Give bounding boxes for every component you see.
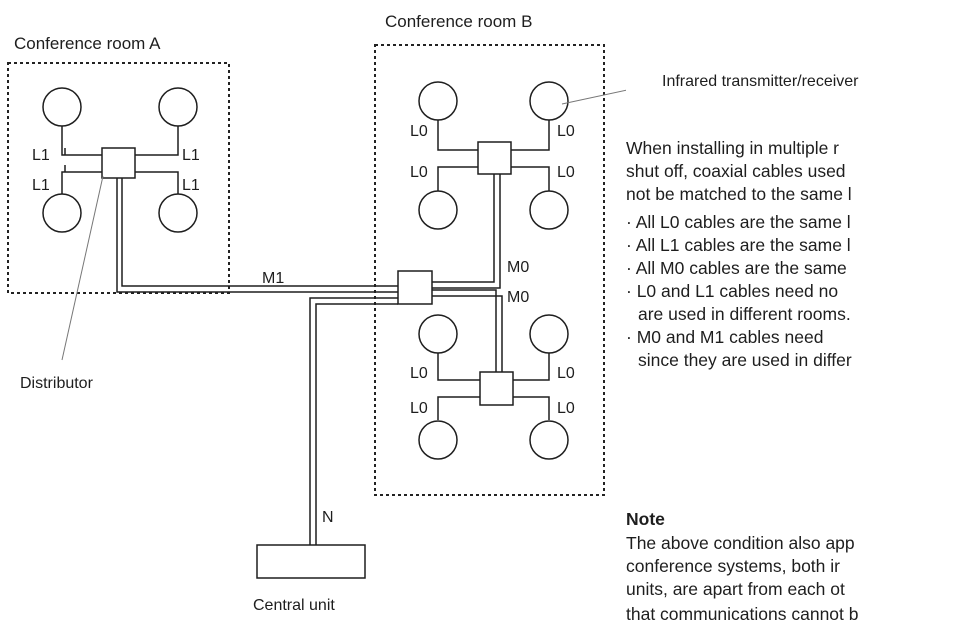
cable-label-m1: M1 xyxy=(262,270,284,287)
room-a-title: Conference room A xyxy=(14,34,161,53)
transceiver-room-b-upper-top-right xyxy=(529,81,569,121)
central-unit-label: Central unit xyxy=(253,597,335,614)
cable-label-m0: M0 xyxy=(507,289,529,306)
cable-m0-line-lower xyxy=(432,289,497,372)
central-unit-box xyxy=(256,544,366,579)
transceiver-room-a-bottom-right xyxy=(158,193,198,233)
intro-line: shut off, coaxial cables used xyxy=(626,161,846,181)
transceiver-room-b-upper-bottom-left xyxy=(418,190,458,230)
cable-label-l1: L1 xyxy=(182,147,200,164)
transceiver-room-b-upper-bottom-right xyxy=(529,190,569,230)
distributor-callout-line xyxy=(61,175,104,361)
bullet-item: · All M0 cables are the same xyxy=(626,258,847,278)
cable-label-l1: L1 xyxy=(182,177,200,194)
cable-m1-line xyxy=(116,178,398,293)
note-line: that communications cannot b xyxy=(626,604,859,620)
cable-label-l0: L0 xyxy=(410,164,428,181)
cable-label-l0: L0 xyxy=(557,123,575,140)
note-line: The above condition also app xyxy=(626,533,855,553)
transceiver-room-a-bottom-left xyxy=(42,193,82,233)
transceiver-room-b-lower-bottom-left xyxy=(418,420,458,460)
cable-label-l0: L0 xyxy=(557,164,575,181)
room-b-title: Conference room B xyxy=(385,12,532,31)
transceiver-callout-line xyxy=(561,89,626,105)
cable-label-l0: L0 xyxy=(557,365,575,382)
side-text-panel: When installing in multiple r shut off, … xyxy=(626,0,965,620)
bullet-item: · All L1 cables are the same l xyxy=(626,235,851,255)
transceiver-room-b-lower-bottom-right xyxy=(529,420,569,460)
distributor-room-b-upper xyxy=(477,141,512,175)
cable-m0-line-upper xyxy=(432,174,495,283)
bullet-item: · M0 and M1 cables need xyxy=(626,327,824,347)
wiring-diagram: Conference room A Conference room B L1 L… xyxy=(7,12,626,614)
distributor-room-a xyxy=(101,147,136,179)
transceiver-room-b-lower-top-right xyxy=(529,314,569,354)
cable-label-l0: L0 xyxy=(557,400,575,417)
bullet-item: · L0 and L1 cables need no xyxy=(626,281,839,301)
room-b-upper-cable-lines xyxy=(437,118,550,192)
room-a-cable-lines xyxy=(61,125,179,195)
transceiver-room-b-upper-top-left xyxy=(418,81,458,121)
room-b-boundary xyxy=(374,44,605,496)
distributor-callout-label: Distributor xyxy=(20,375,94,392)
note-heading: Note xyxy=(626,509,665,529)
room-a-boundary xyxy=(7,62,230,294)
note-line: units, are apart from each ot xyxy=(626,579,845,599)
bullet-item-continuation: are used in different rooms. xyxy=(638,304,851,324)
bullet-item: · All L0 cables are the same l xyxy=(626,212,851,232)
cable-label-l0: L0 xyxy=(410,365,428,382)
transceiver-room-a-top-right xyxy=(158,87,198,127)
cable-label-l0: L0 xyxy=(410,400,428,417)
cable-label-l0: L0 xyxy=(410,123,428,140)
distributor-room-b-lower xyxy=(479,371,514,406)
intro-line: not be matched to the same l xyxy=(626,184,852,204)
cable-n-line xyxy=(309,297,398,578)
cable-label-l1: L1 xyxy=(32,177,50,194)
transceiver-callout-label: Infrared transmitter/receiver xyxy=(662,73,859,90)
distributor-main xyxy=(397,270,433,305)
cable-label-l1: L1 xyxy=(32,147,50,164)
cable-label-m0: M0 xyxy=(507,259,529,276)
bullet-item-continuation: since they are used in differ xyxy=(638,350,852,370)
room-b-lower-cable-lines xyxy=(437,352,550,420)
cable-label-n: N xyxy=(322,509,334,526)
intro-line: When installing in multiple r xyxy=(626,138,840,158)
transceiver-room-b-lower-top-left xyxy=(418,314,458,354)
note-line: conference systems, both ir xyxy=(626,556,840,576)
transceiver-room-a-top-left xyxy=(42,87,82,127)
